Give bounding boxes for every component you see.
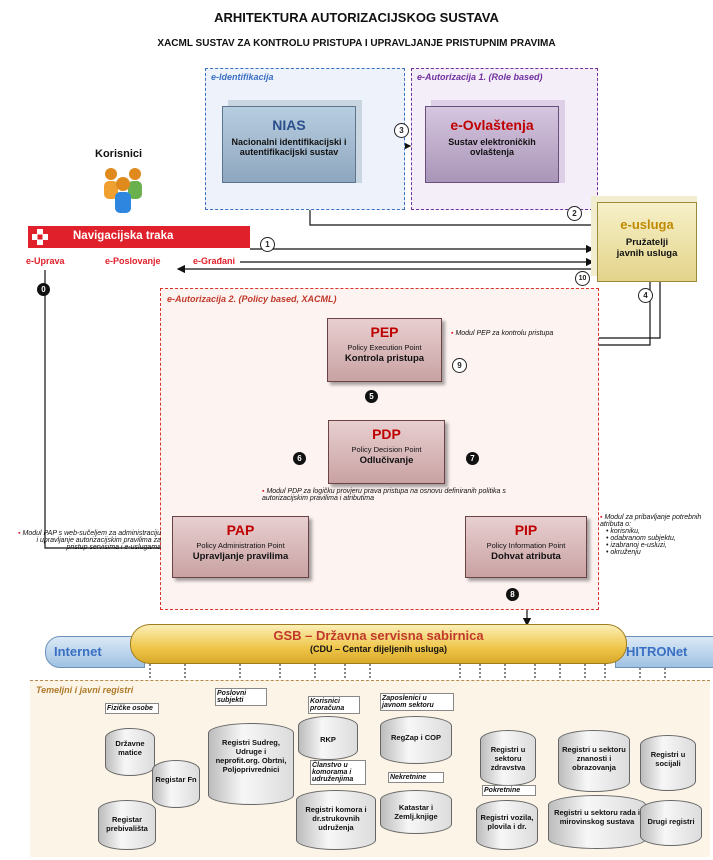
navigation-bar-logo-icon [32,229,48,245]
zone-label-e-autorizacija-2: e-Autorizacija 2. (Policy based, XACML) [167,294,337,304]
e-ovlastenja-box: e-Ovlaštenja Sustav elektroničkih ovlašt… [425,106,559,183]
register-cylinder: Registri komora i dr.strukovnih udruženj… [296,790,376,850]
note-pip-title-text: Modul za pribavljanje potrebnih atributa… [600,514,702,528]
pap-subtitle: Policy Administration Point [196,541,285,550]
pap-box: PAP Policy Administration Point Upravlja… [172,516,309,578]
note-pdp: ▪ Modul PDP za logičku provjeru prava pr… [262,488,506,502]
pep-title: PEP [370,324,399,340]
note-pip-title: ▪ Modul za pribavljanje potrebnih atribu… [600,514,702,528]
nav-link-e-uprava[interactable]: e-Uprava [26,256,65,266]
pip-box: PIP Policy Information Point Dohvat atri… [465,516,587,578]
diagram-title: ARHITEKTURA AUTORIZACIJSKOG SUSTAVA [214,10,499,25]
pep-box: PEP Policy Execution Point Kontrola pris… [327,318,442,382]
e-usluga-title: e-usluga [620,217,674,232]
nav-link-e-gradjani[interactable]: e-Građani [193,256,236,266]
e-ovlastenja-desc: Sustav elektroničkih ovlaštenja [448,137,536,157]
gsb-title: GSB – Državna servisna sabirnica [273,628,484,643]
pip-desc: Dohvat atributa [491,551,561,562]
register-cylinder: RegZap i COP [380,716,452,764]
e-ovlastenja-title: e-Ovlaštenja [450,117,534,133]
note-pep: ▪ Modul PEP za kontrolu pristupa [451,330,554,337]
nias-box: NIAS Nacionalni identifikacijski i auten… [222,106,356,183]
register-caption: Zaposlenici u javnom sektoru [380,693,454,711]
register-caption: Poslovni subjekti [215,688,267,706]
navigation-bar[interactable]: Navigacijska traka [28,226,250,248]
register-cylinder: Registri u sektoru znanosti i obrazovanj… [558,730,630,792]
step-6: 6 [293,452,306,465]
zone-label-e-autorizacija-1: e-Autorizacija 1. (Role based) [417,72,543,82]
pap-desc: Upravljanje pravilima [192,551,289,562]
navigation-bar-title: Navigacijska traka [73,230,174,242]
e-usluga-box: e-usluga Pružatelji javnih usluga [597,202,697,282]
register-caption: Pokretnine [482,785,536,796]
note-pip-item: • izabranoj e-usluzi, [606,542,667,549]
register-cylinder: Registri vozila, plovila i dr. [476,800,538,850]
nias-title: NIAS [272,117,306,133]
pdp-box: PDP Policy Decision Point Odlučivanje [328,420,445,484]
zone-label-temeljni-registri: Temeljni i javni registri [36,685,134,695]
register-caption: Korisnici proračuna [308,696,360,714]
gsb-bus: GSB – Državna servisna sabirnica (CDU – … [130,624,627,664]
step-8: 8 [506,588,519,601]
step-5: 5 [365,390,378,403]
pip-title: PIP [514,522,538,538]
pap-title: PAP [226,522,255,538]
pep-subtitle: Policy Execution Point [347,343,422,352]
nav-link-e-poslovanje[interactable]: e-Poslovanje [105,256,161,266]
note-pep-text: Modul PEP za kontrolu pristupa [455,330,554,337]
register-cylinder: Državne matice [105,728,155,776]
zone-label-e-identifikacija: e-Identifikacija [211,72,274,82]
register-caption: Fizičke osobe [105,703,159,714]
register-cylinder: Registri u sektoru zdravstva [480,730,536,786]
register-caption: Članstvo u komorama i udruženjima [310,760,366,785]
note-pdp-text: Modul PDP za logičku provjeru prava pris… [262,488,506,502]
step-1: 1 [260,237,275,252]
gsb-subtitle: (CDU – Centar dijeljenih usluga) [309,644,448,654]
e-usluga-desc: Pružatelji javnih usluga [616,237,678,259]
step-2: 2 [567,206,582,221]
step-3: 3 [394,123,409,138]
register-caption: Nekretnine [388,772,444,783]
pdp-title: PDP [372,426,401,442]
users-icon [104,168,142,213]
register-cylinder: Drugi registri [640,800,702,846]
step-7: 7 [466,452,479,465]
note-pap-text: Modul PAP s web-sučeljem za administraci… [22,530,162,551]
note-pip-item: • okruženju [606,549,641,556]
hitronet-connector: HITRONet [615,636,713,668]
note-pip-item: • korisniku, [606,528,640,535]
register-cylinder: Registri u socijali [640,735,696,791]
pdp-desc: Odlučivanje [359,455,414,466]
register-cylinder: Registar prebivališta [98,800,156,850]
step-0: 0 [37,283,50,296]
hitronet-label: HITRONet [626,644,688,659]
register-cylinder: Registar Fn [152,760,200,808]
pdp-subtitle: Policy Decision Point [351,445,422,454]
pep-desc: Kontrola pristupa [344,353,425,364]
diagram-subtitle: XACML SUSTAV ZA KONTROLU PRISTUPA I UPRA… [157,38,556,49]
register-cylinder: Registri Sudreg, Udruge i neprofit.org. … [208,723,294,805]
note-pap: ▪ Modul PAP s web-sučeljem za administra… [18,530,161,551]
internet-label: Internet [54,644,102,659]
internet-connector: Internet [45,636,145,668]
note-pip-item: • odabranom subjektu, [606,535,676,542]
pip-subtitle: Policy Information Point [486,541,566,550]
step-10: 10 [575,271,590,286]
note-pip: ▪ Modul za pribavljanje potrebnih atribu… [600,514,710,556]
nias-desc: Nacionalni identifikacijski i autentifik… [231,137,347,157]
step-4: 4 [638,288,653,303]
users-label: Korisnici [95,148,143,160]
step-9: 9 [452,358,467,373]
register-cylinder: Registri u sektoru rada i mirovinskog su… [548,795,646,849]
register-cylinder: RKP [298,716,358,760]
register-cylinder: Katastar i Zemlj.knjige [380,790,452,834]
